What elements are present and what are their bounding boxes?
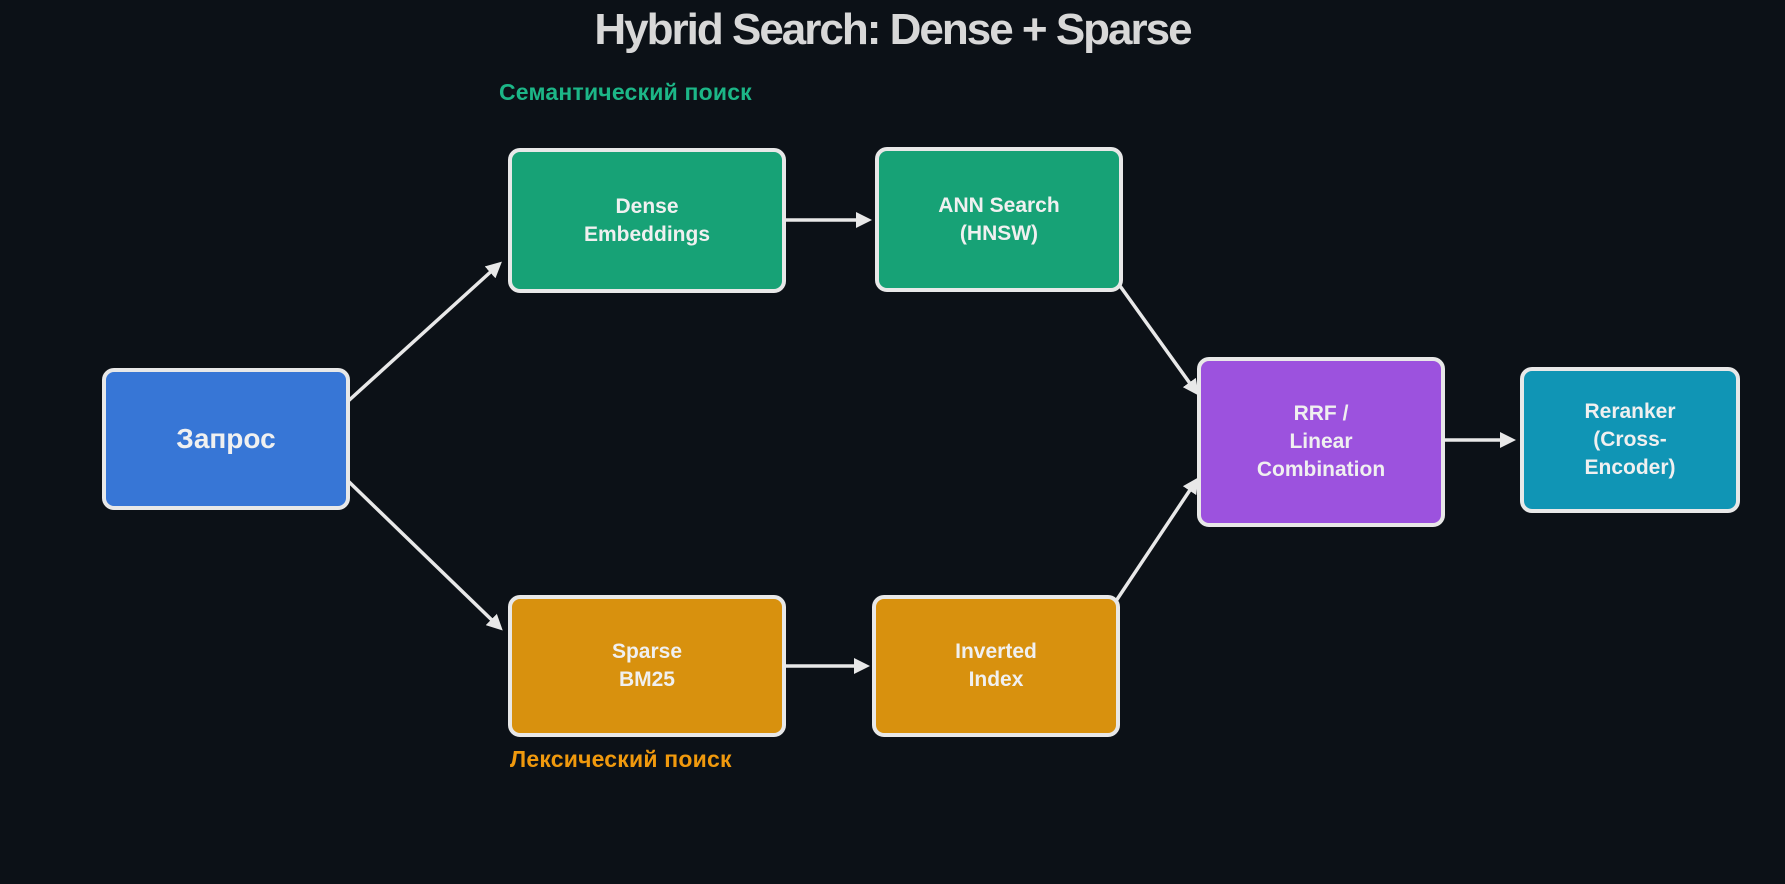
- node-ann-search-label: ANN Search (HNSW): [938, 193, 1060, 245]
- node-query-label: Запрос: [176, 422, 276, 454]
- node-sparse-bm25: Sparse BM25: [508, 595, 786, 737]
- edge-query-sparse: [344, 477, 503, 631]
- node-dense-embeddings-label: Dense Embeddings: [583, 194, 710, 246]
- node-rrf-linear-combination-label: RRF / Linear Combination: [1256, 402, 1386, 481]
- node-ann-search: ANN Search (HNSW): [875, 147, 1123, 292]
- node-reranker-cross-encoder-label: Reranker (Cross- Encoder): [1584, 400, 1676, 479]
- node-dense-embeddings: Dense Embeddings: [508, 148, 786, 293]
- edge-ann-rrf: [1108, 270, 1199, 396]
- lexical-search-label: Лексический поиск: [510, 746, 732, 772]
- diagram-title: Hybrid Search: Dense + Sparse: [594, 5, 1192, 54]
- semantic-search-label: Семантический поиск: [499, 79, 752, 105]
- node-reranker-cross-encoder: Reranker (Cross- Encoder): [1520, 367, 1740, 513]
- node-rrf-linear-combination: RRF / Linear Combination: [1197, 357, 1445, 527]
- node-inverted-index: Inverted Index: [872, 595, 1120, 737]
- node-sparse-bm25-label: Sparse BM25: [611, 640, 683, 691]
- node-inverted-index-label: Inverted Index: [955, 640, 1037, 691]
- edge-inverted-rrf: [1108, 477, 1199, 612]
- node-query: Запрос: [102, 368, 350, 510]
- edge-query-dense: [344, 261, 502, 405]
